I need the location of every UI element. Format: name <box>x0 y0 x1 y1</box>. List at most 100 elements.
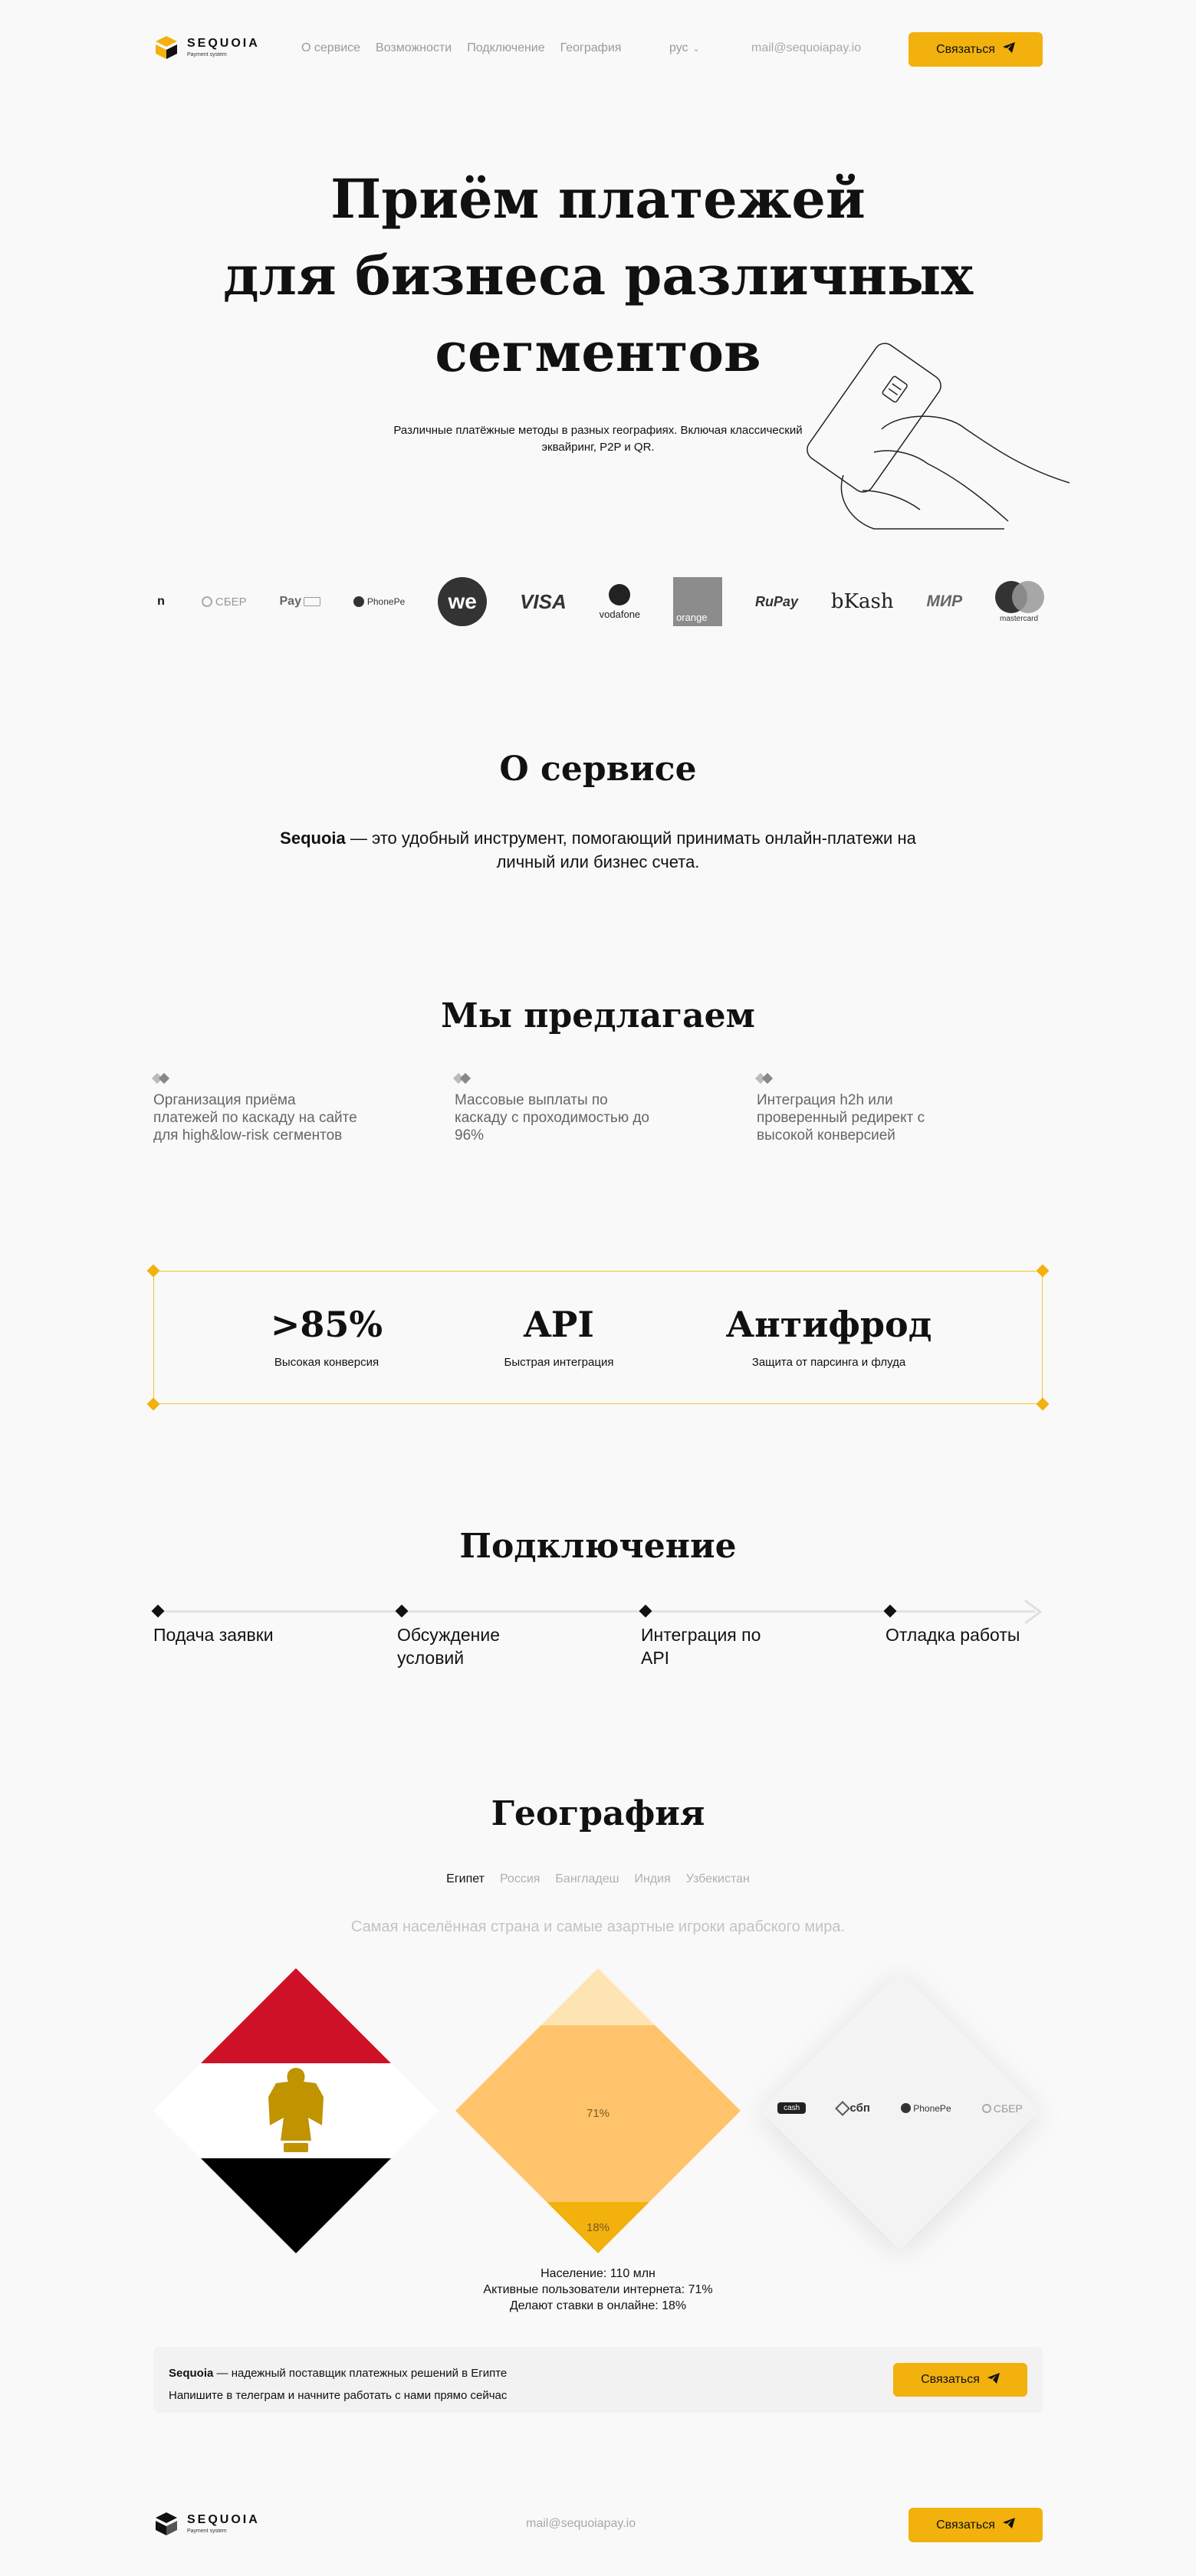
vodafone-label: vodafone <box>599 608 641 620</box>
about-brand: Sequoia <box>280 829 346 848</box>
sbp-icon <box>834 2100 850 2116</box>
hero-subtitle-line1: Различные платёжные методы в разных геог… <box>393 424 803 437</box>
phonepe-label: PhonePe <box>366 596 406 607</box>
methods-row: cash сбп PhonePe СБЕР <box>757 2100 1043 2116</box>
egypt-flag-diamond <box>153 1968 439 2253</box>
contact-button-label: Связаться <box>936 42 995 56</box>
logo-subtitle: Payment system <box>187 52 227 57</box>
tab-egypt[interactable]: Египет <box>446 1872 485 1885</box>
sber-label: СБЕР <box>215 595 247 609</box>
hero-title-line1: Приём платежей <box>330 167 866 231</box>
phonepe-icon <box>901 2103 912 2113</box>
tab-uzbekistan[interactable]: Узбекистан <box>685 1872 750 1885</box>
logo-name: SEQUOIA <box>187 2513 260 2526</box>
hero-title-line3: сегментов <box>435 320 761 384</box>
mastercard-label: mastercard <box>999 614 1038 623</box>
language-selector[interactable]: рус ⌄ <box>669 41 700 55</box>
connect-step: Интеграция по API <box>639 1604 761 1669</box>
vodafone-icon <box>609 583 631 605</box>
stat-value: Антифрод <box>725 1304 932 1345</box>
about-text-line2: личный или бизнес счета. <box>496 852 700 871</box>
cta-text-line2: Напишите в телеграм и начните работать с… <box>169 2389 508 2402</box>
nav-item-about[interactable]: О сервисе <box>301 41 361 54</box>
offer-item-line: 96% <box>455 1127 485 1144</box>
nav-item-features[interactable]: Возможности <box>376 41 452 54</box>
logo[interactable]: SEQUOIA Payment system <box>153 34 260 61</box>
betting-percent-label: 18% <box>586 2220 610 2234</box>
nav-item-geography[interactable]: География <box>560 41 622 54</box>
info-population: Население: 110 млн <box>540 2267 656 2280</box>
sber-label: СБЕР <box>993 2102 1023 2115</box>
footer-button-label: Связаться <box>936 2518 995 2532</box>
footer-logo[interactable]: SEQUOIA Payment system <box>153 2511 260 2537</box>
internet-percent-label: 71% <box>586 2106 610 2120</box>
payment-logo-sber: СБЕР <box>201 595 247 609</box>
payment-logo-mastercard: mastercard <box>995 580 1044 623</box>
step-label: Отладка работы <box>886 1625 1020 1645</box>
hero-subtitle-line2: эквайринг, P2P и QR. <box>541 441 655 454</box>
arrow-right-icon <box>1022 1599 1043 1629</box>
offer-item-line: для high&low-risk сегментов <box>153 1127 343 1144</box>
step-label: Подача заявки <box>153 1625 274 1645</box>
offer-title: Мы предлагаем <box>441 996 755 1035</box>
payment-logo-visa: VISA <box>520 589 567 613</box>
mastercard-icon <box>995 580 1044 613</box>
internet-stats-diamond: 71% 18% <box>455 1968 741 2253</box>
cta-button-label: Связаться <box>921 2373 980 2386</box>
logo-name: SEQUOIA <box>187 37 260 50</box>
offer-item-line: каскаду с проходимостью до <box>455 1110 649 1126</box>
card-icon <box>303 597 320 606</box>
timeline-line <box>157 1610 1035 1613</box>
connect-step: Отладка работы <box>883 1604 1020 1646</box>
step-label: Обсуждение <box>397 1625 501 1645</box>
stat-item: API Быстрая интеграция <box>482 1304 636 1369</box>
geography-tabs: Египет Россия Бангладеш Индия Узбекистан <box>153 1872 1043 1886</box>
stat-label: Защита от парсинга и флуда <box>751 1356 906 1369</box>
footer-contact-button[interactable]: Связаться <box>909 2508 1043 2542</box>
contact-button[interactable]: Связаться <box>909 32 1043 67</box>
telegram-icon <box>987 2372 1000 2387</box>
tab-india[interactable]: Индия <box>634 1872 671 1885</box>
step-label: API <box>641 1648 670 1668</box>
corner-diamond-icon <box>146 1397 160 1411</box>
sequoia-logo-icon <box>153 2511 179 2537</box>
geography-tagline: Самая населённая страна и самые азартные… <box>350 1918 846 1935</box>
sber-icon <box>981 2103 991 2113</box>
language-label: рус <box>669 41 688 54</box>
cta-contact-button[interactable]: Связаться <box>893 2363 1027 2397</box>
cta-text-line1: — надежный поставщик платежных решений в… <box>213 2367 508 2380</box>
tab-russia[interactable]: Россия <box>499 1872 540 1885</box>
cta-box: Sequoia — надежный поставщик платежных р… <box>153 2347 1043 2413</box>
sbp-label: сбп <box>849 2102 870 2115</box>
payment-logos-strip: n СБЕР Pay PhonePe we VISA vodafone oran… <box>153 575 1044 628</box>
tab-bangladesh[interactable]: Бангладеш <box>555 1872 619 1885</box>
payment-logo-vodafone: vodafone <box>599 583 641 620</box>
telegram-icon <box>1002 2518 1015 2532</box>
stat-item: Антифрод Защита от парсинга и флуда <box>714 1304 944 1369</box>
pay-label: Pay <box>279 595 301 608</box>
step-label: условий <box>397 1648 465 1668</box>
about-title: О сервисе <box>499 750 697 789</box>
eagle-of-saladin-icon <box>268 2068 324 2152</box>
offer-item: Организация приёма платежей по каскаду н… <box>153 1073 383 1144</box>
info-internet: Активные пользователи интернета: 71% <box>483 2283 713 2296</box>
hero-title: Приём платежей для бизнеса различных сег… <box>153 161 1043 391</box>
offer-diamond-icon <box>153 1073 164 1084</box>
header-email[interactable]: mail@sequoiapay.io <box>751 41 862 54</box>
payment-logo-phonepe: PhonePe <box>353 596 405 607</box>
connect-step: Обсуждение условий <box>395 1604 501 1669</box>
payment-logo-bkash: bKash <box>830 590 894 613</box>
stats-box: >85% Высокая конверсия API Быстрая интег… <box>146 1264 1050 1411</box>
payment-logo-rupay: RuPay <box>754 593 799 609</box>
about-text-line1: — это удобный инструмент, помогающий при… <box>345 829 916 848</box>
payment-logo-pay: Pay <box>280 595 320 609</box>
offer-item: Массовые выплаты по каскаду с проходимос… <box>455 1073 685 1144</box>
stat-item: >85% Высокая конверсия <box>250 1304 403 1369</box>
cta-text: Sequoia — надежный поставщик платежных р… <box>169 2362 507 2407</box>
offer-item: Интеграция h2h или проверенный редирект … <box>757 1073 987 1144</box>
nav-item-connect[interactable]: Подключение <box>467 41 545 54</box>
telegram-icon <box>1002 42 1015 57</box>
step-marker-icon <box>395 1604 409 1618</box>
geography-title: География <box>491 1794 705 1833</box>
footer-email[interactable]: mail@sequoiapay.io <box>526 2517 636 2530</box>
